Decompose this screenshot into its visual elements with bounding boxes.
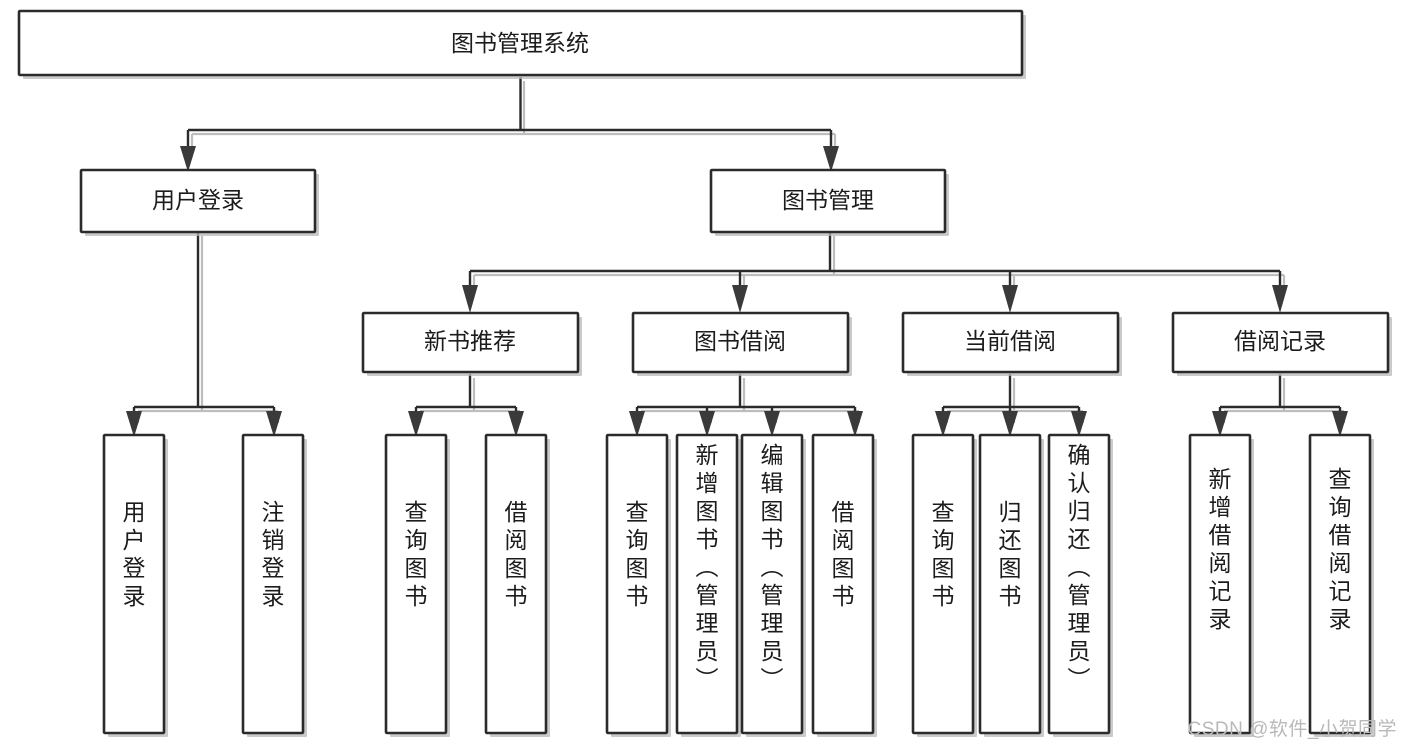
node-borrow-record-box[interactable]	[1171, 311, 1390, 374]
leaf-add-record-box[interactable]	[1188, 433, 1252, 735]
arrow-head	[462, 285, 478, 313]
arrow-head	[180, 146, 196, 172]
connector-newbook-to-leaves	[408, 374, 524, 437]
leaf-add-record-label: 新增借阅记录	[1209, 466, 1232, 632]
leaf-user-login-label: 用户登录	[123, 499, 146, 609]
leaf-query-book-2-label: 查询图书	[626, 499, 649, 609]
node-root-system[interactable]: 图书管理系统	[17, 9, 1026, 79]
leaf-query-record[interactable]: 查询借阅记录	[1308, 433, 1374, 737]
leaf-query-book-1-box[interactable]	[384, 433, 448, 735]
leaf-query-book-1[interactable]: 查询图书	[384, 433, 450, 737]
leaf-borrow-book-2-box[interactable]	[811, 433, 875, 735]
connector-bookborrow-to-leaves	[629, 374, 863, 437]
node-borrow-record[interactable]: 借阅记录	[1171, 311, 1392, 376]
leaf-return-book-box[interactable]	[978, 433, 1042, 735]
leaf-confirm-return[interactable]: 确认归还︵管理员︶	[1047, 433, 1113, 737]
node-current-borrow[interactable]: 当前借阅	[901, 311, 1122, 376]
leaf-query-record-label: 查询借阅记录	[1329, 466, 1352, 632]
connector-layer	[126, 77, 1348, 437]
arrow-head	[126, 411, 142, 437]
arrow-head	[1272, 285, 1288, 313]
arrow-head	[508, 411, 524, 437]
leaf-query-record-box[interactable]	[1308, 433, 1372, 735]
node-book-borrow[interactable]: 图书借阅	[631, 311, 852, 376]
arrow-head	[408, 411, 424, 437]
node-new-book-recommend[interactable]: 新书推荐	[361, 311, 582, 376]
leaf-query-book-3-label: 查询图书	[932, 499, 955, 609]
connector-bookmanage-to-level3	[462, 232, 1288, 313]
leaf-return-book-label: 归还图书	[999, 499, 1022, 609]
leaf-edit-book[interactable]: 编辑图书︵管理员︶	[740, 433, 806, 737]
leaf-add-book-box[interactable]	[675, 433, 739, 735]
leaf-query-book-2-box[interactable]	[605, 433, 669, 735]
leaf-user-login-box[interactable]	[102, 433, 166, 735]
node-root-label: 图书管理系统	[451, 30, 589, 56]
connector-root-to-level2	[180, 77, 839, 172]
leaf-user-logout-label: 注销登录	[262, 499, 285, 609]
arrow-head	[1071, 411, 1087, 437]
connector-borrowrecord-to-leaves	[1212, 374, 1348, 437]
leaf-confirm-return-box[interactable]	[1047, 433, 1111, 735]
leaf-add-book-label: 新增图书︵管理员︶	[696, 442, 719, 692]
leaf-add-book[interactable]: 新增图书︵管理员︶	[675, 433, 741, 737]
node-current-borrow-box[interactable]	[901, 311, 1120, 374]
leaf-user-logout-box[interactable]	[241, 433, 305, 735]
node-book-manage[interactable]: 图书管理	[709, 168, 949, 236]
arrow-head	[629, 411, 645, 437]
node-book-manage-label: 图书管理	[782, 187, 874, 213]
leaf-borrow-book-1-label: 借阅图书	[505, 499, 528, 609]
arrow-head	[732, 285, 748, 313]
leaf-query-book-2[interactable]: 查询图书	[605, 433, 671, 737]
leaf-borrow-book-1-box[interactable]	[484, 433, 548, 735]
node-book-borrow-label: 图书借阅	[694, 328, 786, 354]
node-user-login-box[interactable]	[79, 168, 317, 234]
leaf-query-book-3-box[interactable]	[911, 433, 975, 735]
arrow-head	[1212, 411, 1228, 437]
leaf-query-book-1-label: 查询图书	[405, 499, 428, 609]
arrow-head	[266, 411, 282, 437]
leaf-return-book[interactable]: 归还图书	[978, 433, 1044, 737]
arrow-head	[935, 411, 951, 437]
leaf-edit-book-label: 编辑图书︵管理员︶	[761, 442, 784, 692]
arrow-head	[823, 146, 839, 172]
node-book-manage-box[interactable]	[709, 168, 947, 234]
node-borrow-record-label: 借阅记录	[1234, 328, 1326, 354]
leaf-confirm-return-label: 确认归还︵管理员︶	[1068, 442, 1091, 692]
leaf-user-logout[interactable]: 注销登录	[241, 433, 307, 737]
node-book-borrow-box[interactable]	[631, 311, 850, 374]
leaf-borrow-book-1[interactable]: 借阅图书	[484, 433, 550, 737]
leaf-add-record[interactable]: 新增借阅记录	[1188, 433, 1254, 737]
leaf-user-login[interactable]: 用户登录	[102, 433, 168, 737]
connector-userlogin-to-leaves	[126, 232, 282, 437]
connector-currentborrow-to-leaves	[935, 374, 1087, 437]
node-current-borrow-label: 当前借阅	[964, 328, 1056, 354]
leaf-borrow-book-2[interactable]: 借阅图书	[811, 433, 877, 737]
node-new-book-recommend-label: 新书推荐	[424, 328, 516, 354]
arrow-head	[1002, 411, 1018, 437]
arrow-head	[764, 411, 780, 437]
arrow-head	[1332, 411, 1348, 437]
leaf-query-book-3[interactable]: 查询图书	[911, 433, 977, 737]
arrow-head	[699, 411, 715, 437]
node-user-login-label: 用户登录	[152, 187, 244, 213]
node-user-login[interactable]: 用户登录	[79, 168, 319, 236]
node-new-book-recommend-box[interactable]	[361, 311, 580, 374]
arrow-head	[1002, 285, 1018, 313]
leaf-borrow-book-2-label: 借阅图书	[832, 499, 855, 609]
leaf-edit-book-box[interactable]	[740, 433, 804, 735]
node-root-box[interactable]	[17, 9, 1024, 77]
arrow-head	[847, 411, 863, 437]
